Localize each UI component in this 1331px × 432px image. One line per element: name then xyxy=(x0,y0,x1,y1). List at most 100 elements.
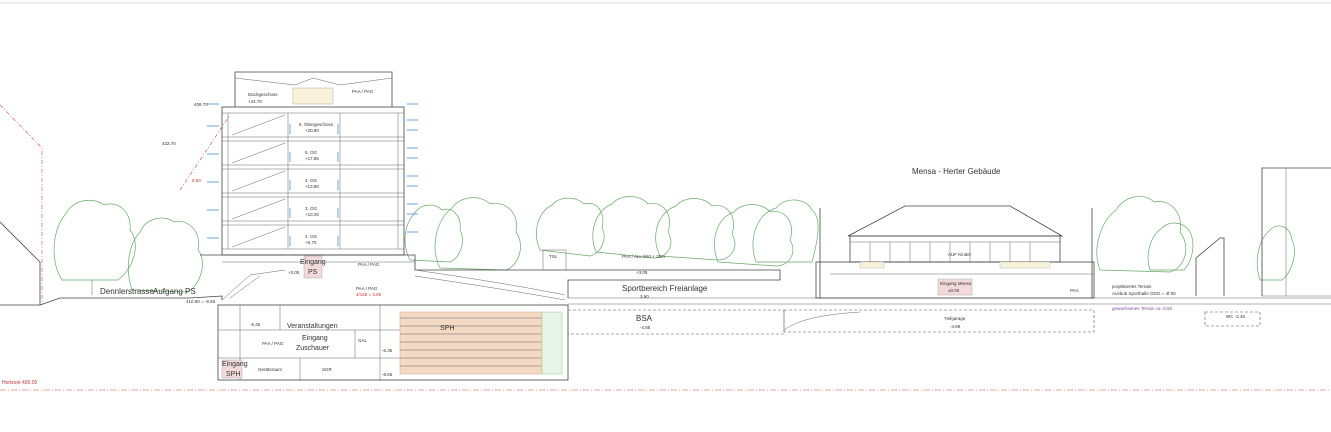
tsl-label: TSL xyxy=(549,254,558,259)
underground-dashed: BSA -4.85 Tiefgarage -4.69 WC -2.45 xyxy=(567,309,1261,335)
og5-level: +17.85 xyxy=(305,156,319,161)
eingang-mensa-label: Eingang Mensa xyxy=(940,281,972,286)
gewachsenes-label: gewachsenes Terrain ca -0.50 xyxy=(1112,306,1172,311)
level-top-2: 432.70 xyxy=(162,141,176,146)
right-buildings: projektiertes Terrain Ausbub Sporthalle … xyxy=(1112,167,1331,311)
paa-mensa-label: PAA xyxy=(1070,288,1079,293)
sph-floor-lines xyxy=(400,317,542,367)
sportbereich-label: Sportbereich Freianlage xyxy=(622,284,708,293)
gal-label: GAL xyxy=(358,338,368,343)
veranstaltungen-label: Veranstaltungen xyxy=(287,323,338,330)
eingang-mensa-marker xyxy=(937,278,973,296)
tree-7 xyxy=(655,198,736,261)
tree-10 xyxy=(1096,196,1187,273)
left-neighbour xyxy=(0,104,231,305)
tree-12 xyxy=(1256,225,1295,281)
mensa-level: ±0.00 xyxy=(948,288,960,293)
planted-wall xyxy=(541,311,563,375)
ramp-curve xyxy=(414,269,566,296)
eingang-zuschauer-2: Zuschauer xyxy=(296,345,330,352)
paa-pag-1: PAA / PAG xyxy=(358,262,380,267)
geraeteraum-label: Geräteraum xyxy=(258,367,282,372)
entry-stair-2 xyxy=(229,275,261,299)
mensa-title: Mensa - Herter Gebäude xyxy=(912,167,1001,176)
tiefgarage-level: -4.69 xyxy=(950,324,961,329)
basement: SPH Veranstaltungen -5.45 Eingang Zuscha… xyxy=(217,304,569,381)
paa-pag-2: PAA / PAG xyxy=(356,286,378,291)
garage-ramp xyxy=(783,311,861,331)
mensa-lower xyxy=(815,261,1095,299)
bsa-box xyxy=(567,309,785,335)
bsa-level: -4.85 xyxy=(640,325,651,330)
eingang-zuschauer-1: Eingang xyxy=(302,335,328,342)
mensa: Mensa - Herter Gebäude AUF Kinder Eingan… xyxy=(815,167,1095,299)
entry-stair xyxy=(221,269,286,301)
tree-1 xyxy=(53,199,136,281)
eingang-ps-marker xyxy=(303,255,323,279)
left-red-profile xyxy=(0,104,43,305)
tower-roof-fold xyxy=(234,77,393,86)
tower-roof-outline xyxy=(234,71,393,107)
street-ground xyxy=(0,295,223,306)
wc-box xyxy=(1204,311,1261,327)
tree-8 xyxy=(714,204,794,267)
proj-terrain-1: projektiertes Terrain xyxy=(1112,284,1152,289)
dach-label: Dachgeschoss xyxy=(248,92,278,97)
og4-level: +13.80 xyxy=(305,184,319,189)
ramp-curve-2 xyxy=(414,275,566,301)
stair-lines xyxy=(231,114,286,248)
red-level: 5.50 xyxy=(192,178,201,183)
tree-9 xyxy=(752,199,819,263)
trees xyxy=(53,196,1295,295)
tree-6 xyxy=(592,196,672,259)
tree-5 xyxy=(536,197,605,257)
tree-4 xyxy=(434,197,521,271)
mensa-roof xyxy=(847,205,1064,237)
eingang-sph-1: Eingang xyxy=(222,361,248,368)
mensa-upper xyxy=(849,235,1061,263)
right-house-1 xyxy=(1195,237,1225,296)
level-sport: +3.05 xyxy=(636,270,648,275)
level-ps: +3.05 xyxy=(288,270,300,275)
dennlerstrasse-label: Dennlerstrasse xyxy=(100,287,154,296)
mensa-windows xyxy=(850,241,1060,262)
left-neighbour-outline xyxy=(0,221,41,305)
tsl-box xyxy=(542,249,567,271)
right-house-2 xyxy=(1261,167,1331,296)
podium: Eingang PS PAA / PAG PAA / PAG +3.05 4/1… xyxy=(100,249,781,304)
sgr-label: SGR xyxy=(322,367,333,372)
level-m635: -6.35 xyxy=(382,348,393,353)
tiefgarage-label: Tiefgarage xyxy=(944,316,966,321)
proj-terrain-2: Ausbub Sporthalle OGG = 4f.00 xyxy=(1112,291,1176,296)
level-ps2: 4/155 = 3.65 xyxy=(356,292,382,297)
room-level: -5.45 xyxy=(250,322,261,327)
level-m865: -8.65 xyxy=(382,372,393,377)
tree-3 xyxy=(404,204,463,263)
dach-level: +24.70 xyxy=(248,99,262,104)
red-height-line xyxy=(179,114,231,191)
wc-label: WC -2.45 xyxy=(1226,314,1246,319)
tree-2 xyxy=(127,217,203,293)
window-marks xyxy=(207,103,418,246)
podium-outline xyxy=(200,254,781,298)
aufgang-ps-label: Aufgang PS xyxy=(153,287,196,296)
ground-level: 410.50 = -9.55 xyxy=(186,299,216,304)
eingang-sph-2: SPH xyxy=(226,371,240,378)
roof-garden xyxy=(292,87,334,105)
eingang-ps-2: PS xyxy=(308,269,318,276)
dach-paa: PAA / PAG xyxy=(352,89,374,94)
auf-kinder-label: AUF Kinder xyxy=(948,252,972,257)
sport-level: 3.60 xyxy=(640,294,649,299)
sph-label: SPH xyxy=(440,325,454,332)
bsa-label: BSA xyxy=(636,314,653,323)
basement-outline xyxy=(217,304,569,381)
og6-label: 6. Obergeschoss xyxy=(299,122,334,127)
level-top-1: 408.70 xyxy=(194,102,208,107)
og3-label: 3. OG xyxy=(305,206,318,211)
og5-label: 5. OG xyxy=(305,150,318,155)
mensa-planter xyxy=(859,261,885,269)
eingang-sph-marker xyxy=(221,359,243,379)
paa-all-label: PAA / ALL Wirt + 20m xyxy=(622,254,665,259)
